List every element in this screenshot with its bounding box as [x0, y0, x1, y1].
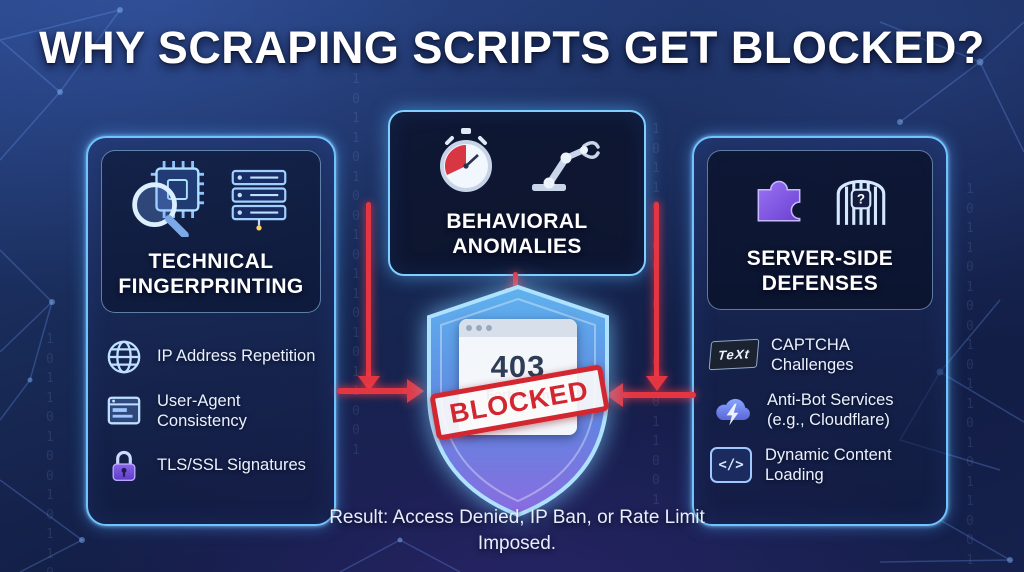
- puzzle-piece-icon: [748, 167, 810, 234]
- list-item-dynamic-content: </> Dynamic Content Loading: [710, 445, 930, 485]
- lock-icon: [104, 446, 144, 484]
- stopwatch-icon: [434, 126, 498, 201]
- technical-fingerprinting-heading: TECHNICAL FINGERPRINTING: [118, 250, 304, 298]
- result-note: Result: Access Denied, IP Ban, or Rate L…: [329, 507, 705, 554]
- list-item-label: CAPTCHA Challenges: [771, 335, 854, 374]
- server-side-defenses-header: ? SERVER-SIDE DEFENSES: [707, 150, 933, 310]
- robot-arm-icon: [524, 128, 600, 199]
- window-dot: [486, 325, 492, 331]
- code-icon: </>: [710, 447, 752, 484]
- list-item-label: Anti-Bot Services (e.g., Cloudflare): [767, 390, 894, 429]
- cloud-bolt-icon: [710, 391, 754, 429]
- server-side-defenses-panel: ? SERVER-SIDE DEFENSES TeXt CAPTCHA Chal…: [692, 136, 948, 526]
- list-item-ip-repetition: IP Address Repetition: [104, 338, 318, 376]
- list-item-anti-bot: Anti-Bot Services (e.g., Cloudflare): [710, 390, 930, 430]
- binary-texture: 1 0 1 1 0 1 0 0 1 0 1 1 0 1 0 1 1 0 0 1: [966, 182, 974, 568]
- gate-question-mark: ?: [857, 191, 865, 206]
- blocked-shield: 403 Forbidden BLOCKED: [420, 283, 616, 521]
- list-item-captcha: TeXt CAPTCHA Challenges: [708, 335, 930, 375]
- captcha-icon: TeXt: [708, 338, 760, 371]
- browser-icon: [104, 393, 144, 429]
- window-dot: [476, 325, 482, 331]
- server-stack-icon: [224, 166, 294, 237]
- page-title: WHY SCRAPING SCRIPTS GET BLOCKED?: [39, 22, 985, 73]
- behavioral-anomalies-heading: BEHAVIORAL ANOMALIES: [446, 210, 588, 258]
- globe-icon: [104, 338, 144, 376]
- binary-texture: 1 0 1 1 0 1 0 0 1 0 1 1 0 1 0 1 1 0 0 1: [352, 72, 360, 458]
- technical-fingerprinting-panel: TECHNICAL FINGERPRINTING IP Address Repe…: [86, 136, 336, 526]
- list-item-user-agent: User-Agent Consistency: [104, 391, 318, 431]
- server-side-defenses-heading: SERVER-SIDE DEFENSES: [746, 247, 894, 295]
- captcha-text: TeXt: [717, 346, 751, 363]
- binary-texture: 1 0 1 1 0 1 0 0 1 0 1 1 0 1 0 1 1 0 0 1: [46, 332, 54, 572]
- chip-magnifier-icon: [128, 161, 204, 242]
- gate-icon: ?: [830, 167, 892, 234]
- list-item-label: User-Agent Consistency: [157, 391, 247, 430]
- code-glyph: </>: [710, 447, 752, 484]
- technical-fingerprinting-header: TECHNICAL FINGERPRINTING: [101, 150, 321, 313]
- window-dot: [466, 325, 472, 331]
- list-item-label: TLS/SSL Signatures: [157, 455, 306, 474]
- behavioral-anomalies-panel: BEHAVIORAL ANOMALIES: [388, 110, 646, 276]
- browser-window-bar: [459, 319, 577, 337]
- list-item-label: Dynamic Content Loading: [765, 446, 892, 485]
- list-item-label: IP Address Repetition: [157, 347, 316, 366]
- list-item-tls-ssl: TLS/SSL Signatures: [104, 446, 318, 484]
